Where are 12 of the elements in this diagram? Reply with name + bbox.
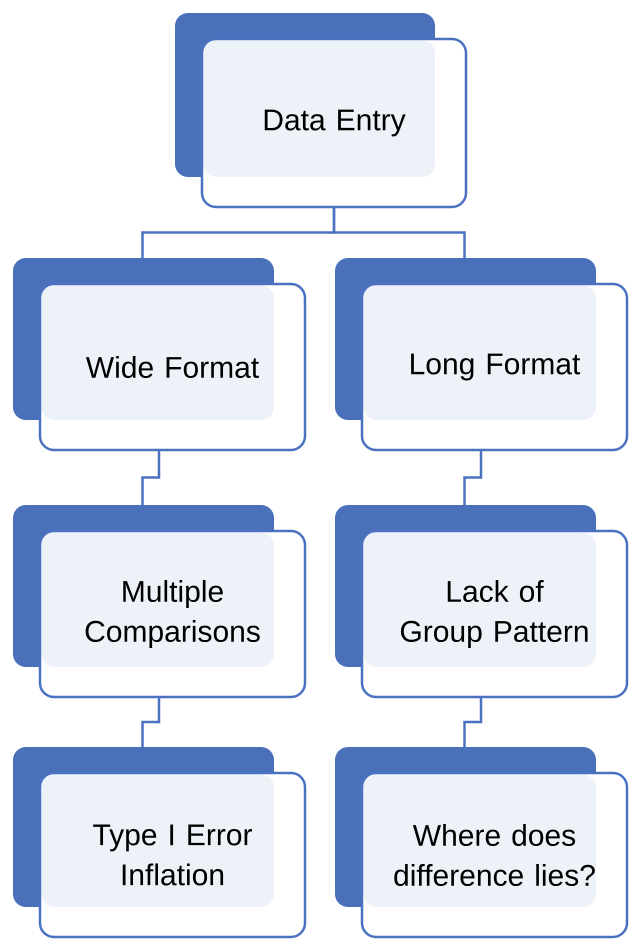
process-box: Wide Format xyxy=(13,258,306,452)
process-box: Type I Error Inflation xyxy=(13,747,306,938)
process-box: Multiple Comparisons xyxy=(13,505,306,698)
process-box: Long Format xyxy=(335,258,628,452)
connector-line xyxy=(141,697,160,747)
connector-line xyxy=(141,450,160,505)
process-box: Lack of Group Pattern xyxy=(335,505,628,698)
process-box: Where does difference lies? xyxy=(335,747,628,938)
process-box: Data Entry xyxy=(175,13,468,208)
connector-line xyxy=(463,697,482,747)
connector-line xyxy=(332,207,466,258)
connector-line xyxy=(463,450,482,505)
